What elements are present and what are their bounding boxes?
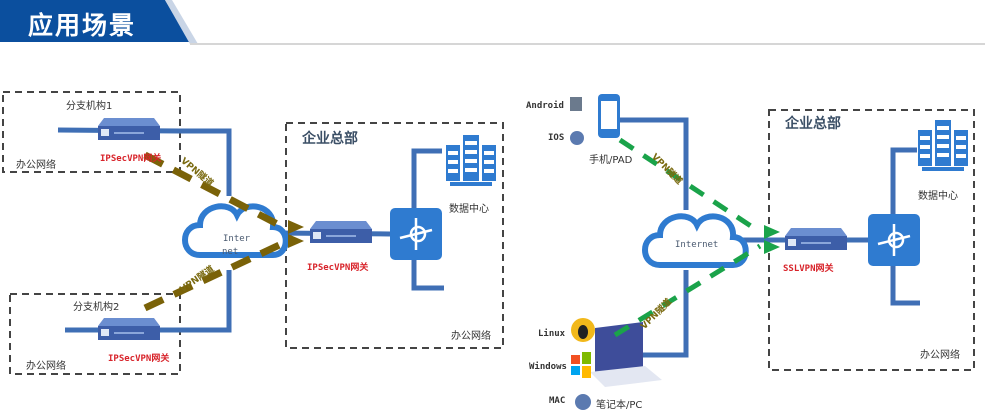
branch1-network: 办公网络 xyxy=(16,160,56,171)
mobile-device-label: 手机/PAD xyxy=(589,155,633,166)
hq-gateway-label: SSLVPN网关 xyxy=(783,264,834,274)
hq-box-right xyxy=(768,109,975,371)
datacenter-label: 数据中心 xyxy=(918,191,958,202)
server-icon xyxy=(446,135,496,186)
arrow-icon xyxy=(288,220,304,234)
right-diagram xyxy=(570,94,975,410)
arrow-icon xyxy=(288,234,304,248)
android-label: Android xyxy=(526,101,564,111)
branch2-network: 办公网络 xyxy=(26,361,66,372)
phone-icon xyxy=(598,94,620,138)
apple-icon xyxy=(570,131,584,145)
gateway-icon xyxy=(785,228,847,250)
mac-label: MAC xyxy=(549,396,566,406)
office-network-label: 办公网络 xyxy=(451,331,491,342)
server-icon xyxy=(918,120,968,171)
gateway-icon xyxy=(310,221,372,243)
office-network-label: 办公网络 xyxy=(920,350,960,361)
gateway-icon xyxy=(98,118,160,140)
page-title: 应用场景 xyxy=(28,11,137,40)
arrow-icon xyxy=(764,240,780,254)
header-banner xyxy=(0,0,985,45)
windows-label: Windows xyxy=(529,362,567,372)
internet-label: Internet xyxy=(675,240,719,250)
datacenter-label: 数据中心 xyxy=(449,204,489,215)
ios-label: IOS xyxy=(548,133,565,143)
apple-icon xyxy=(575,394,591,410)
branch2-title: 分支机构2 xyxy=(73,302,120,313)
internet-label: net xyxy=(222,247,239,257)
windows-icon xyxy=(571,352,591,378)
linux-label: Linux xyxy=(538,329,566,339)
branch1-title: 分支机构1 xyxy=(66,101,113,112)
android-icon xyxy=(570,97,582,111)
arrow-icon xyxy=(764,225,780,239)
gateway-icon xyxy=(98,318,160,340)
linux-icon xyxy=(571,318,595,342)
branch1-gateway-label: IPSecVPN网关 xyxy=(100,154,162,164)
pc-device-label: 笔记本/PC xyxy=(596,400,643,411)
hq-gateway-label: IPSecVPN网关 xyxy=(307,263,369,273)
hq-title: 企业总部 xyxy=(785,116,841,132)
branch2-gateway-label: IPSecVPN网关 xyxy=(108,354,170,364)
laptop-icon xyxy=(590,322,662,387)
router-icon xyxy=(388,206,444,262)
hq-title: 企业总部 xyxy=(302,131,358,147)
branch2-box xyxy=(9,293,181,375)
internet-label: Inter xyxy=(223,234,251,244)
left-diagram xyxy=(2,91,504,375)
router-icon xyxy=(866,212,922,268)
